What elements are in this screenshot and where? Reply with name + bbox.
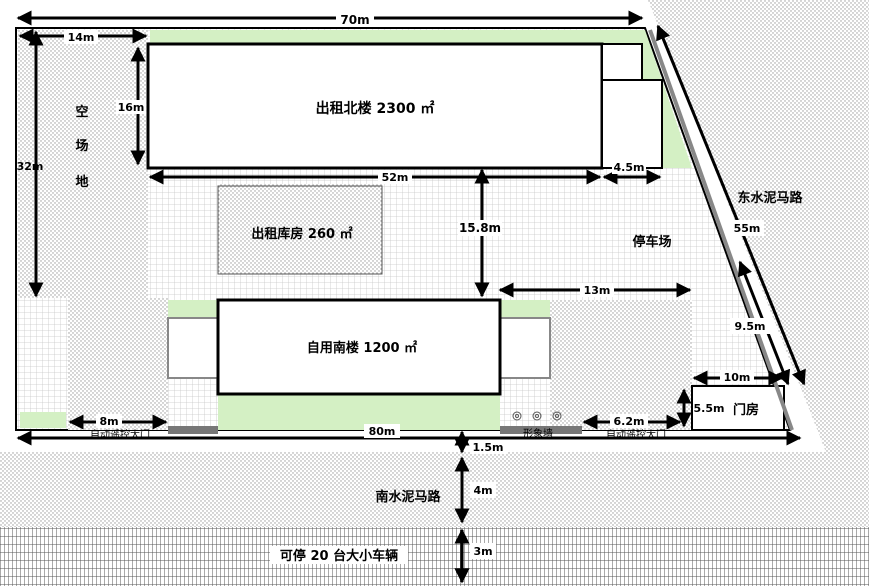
south-road-label: 南水泥马路 [375,489,441,505]
lawn-south-left [168,300,220,318]
dim-4m: 4m [473,484,492,497]
dim-6-2m: 6.2m [614,415,645,428]
dim-15-8m: 15.8m [459,221,501,235]
gate-left-label: 自动遥控大门 [90,428,150,441]
parking-lot-label: 停车场 [632,234,671,250]
south-building [216,298,502,396]
dim-4-5m: 4.5m [614,161,645,174]
dim-3m: 3m [473,545,492,558]
image-wall-ornaments [512,411,562,421]
north-building [146,42,604,170]
dim-52m: 52m [382,171,409,184]
gatehouse-label: 门房 [733,402,759,418]
warehouse [217,185,383,275]
empty-lot-char-1: 空 [75,104,88,120]
empty-lot-char-2: 场 [75,139,88,154]
north-building-label: 出租北楼 2300 ㎡ [316,100,435,117]
dim-1-5m: 1.5m [473,441,504,454]
warehouse-ground [218,184,382,274]
image-wall-bar [500,426,582,434]
south-road [0,452,869,527]
south-side-block-right [499,317,551,379]
dim-14m: 14m [68,31,95,44]
dim-16m: 16m [118,101,145,114]
dim-8m: 8m [99,415,118,428]
dim-9-5m: 9.5m [735,320,766,333]
lawn-corner [20,412,66,428]
south-side-block-left [167,317,219,379]
north-annex-top [601,43,643,81]
gate-left-bar [168,426,218,434]
empty-lot-char-3: 地 [75,174,88,190]
image-wall-label: 形象墙 [523,427,553,440]
gate-right-label: 自动遥控大门 [606,428,666,441]
east-ground [550,300,692,430]
dim-13m: 13m [584,284,611,297]
lawn-south-front [218,394,500,430]
dim-5-5m: 5.5m [694,402,725,415]
west-ground [68,298,168,430]
dim-32m: 32m [17,160,44,173]
lawn-south-right [498,300,550,318]
north-annex [601,79,663,169]
dim-10m: 10m [724,371,751,384]
parking-strip-label: 可停 20 台大小车辆 [280,548,398,564]
south-building-label: 自用南楼 1200 ㎡ [307,340,417,356]
dim-80m: 80m [369,425,396,438]
warehouse-label: 出租库房 260 ㎡ [251,226,352,242]
dim-70m: 70m [340,13,369,27]
dim-55m: 55m [734,222,761,235]
dimension-labels: 70m 14m 16m 32m 52m 4.5m 15.8m 13m 55m 9… [17,11,770,559]
east-road-label: 东水泥马路 [737,190,803,206]
gatehouse [691,385,785,431]
parking-strip [0,527,869,586]
